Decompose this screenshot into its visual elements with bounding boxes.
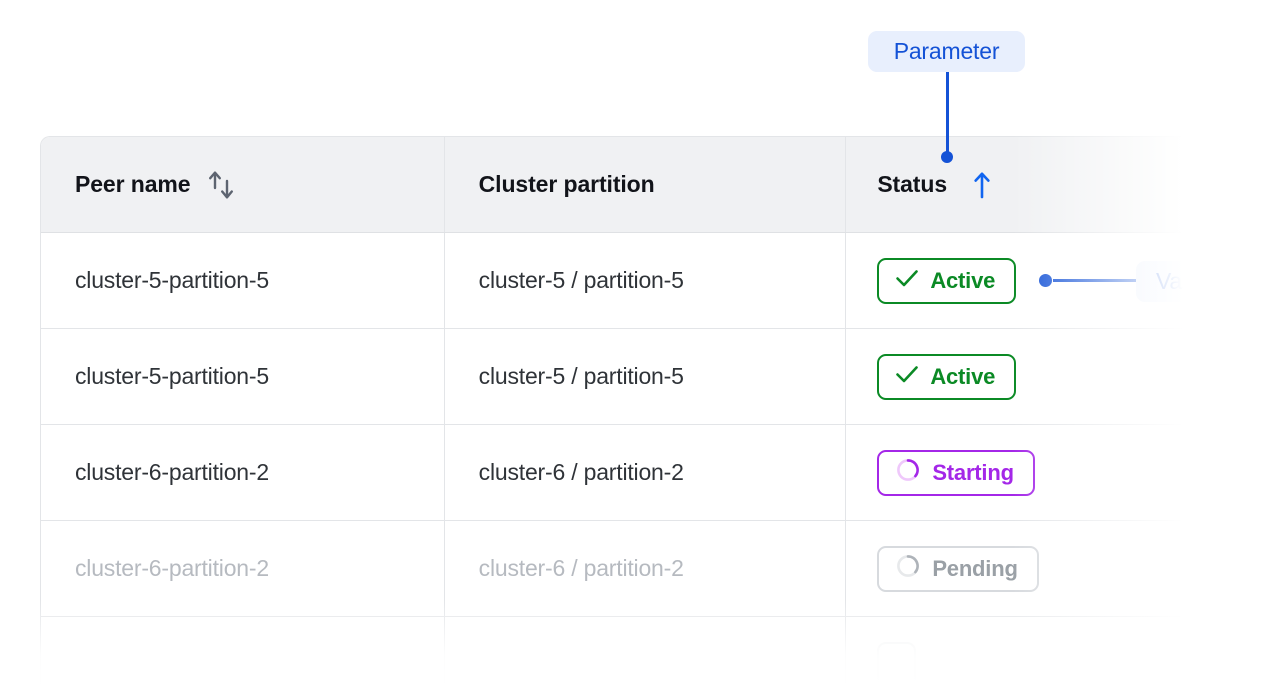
column-header-label: Cluster partition: [478, 171, 655, 197]
status-label: Pending: [932, 555, 1018, 581]
cell-peer-name: cluster-5-partition-5: [41, 233, 445, 328]
table-row[interactable]: cluster-6-partition-2 cluster-6 / partit…: [41, 521, 1232, 617]
column-header-peer-name[interactable]: Peer name: [41, 137, 445, 232]
cell-peer-name: cluster-5-partition-5: [41, 329, 445, 424]
cluster-partition-text: cluster-5 / partition-5: [478, 267, 684, 293]
table-header-row: Peer name Cluster partiti: [41, 137, 1232, 233]
table-row[interactable]: cluster-6-partition-2 cluster-6 / partit…: [41, 425, 1232, 521]
parameter-callout-badge: Parameter: [868, 31, 1025, 72]
column-header-cluster-partition[interactable]: Cluster partition: [445, 137, 847, 232]
peers-table: Peer name Cluster partiti: [40, 136, 1232, 688]
peer-name-text: cluster-5-partition-5: [75, 267, 269, 293]
cluster-partition-text: cluster-6 / partition-2: [478, 459, 684, 485]
value-callout-badge: Value: [1136, 261, 1232, 302]
peers-table-container: Peer name Cluster partiti: [40, 136, 1232, 688]
status-badge-pending: Pending: [877, 545, 1039, 592]
status-label: Starting: [932, 459, 1014, 485]
check-icon: [895, 364, 919, 390]
sort-updown-icon[interactable]: [206, 168, 236, 202]
column-header-label: Peer name: [75, 171, 191, 197]
cell-status: Active: [846, 329, 1232, 424]
cell-cluster-partition: cluster-6 / partition-2: [445, 425, 847, 520]
cell-cluster-partition: cluster-5 / partition-5: [445, 329, 847, 424]
spinner-icon: [895, 553, 921, 585]
status-label: Active: [930, 267, 996, 293]
table-row[interactable]: cluster-5-partition-5 cluster-5 / partit…: [41, 329, 1232, 425]
column-header-status[interactable]: Status: [846, 137, 1232, 232]
parameter-connector-dot: [941, 151, 953, 163]
cell-status: Pending: [846, 521, 1232, 616]
status-badge-starting: Starting: [877, 449, 1035, 496]
column-header-label: Status: [877, 171, 948, 197]
status-label: Active: [930, 363, 996, 389]
peer-name-text: cluster-5-partition-5: [75, 363, 269, 389]
cell-peer-name: cluster-6-partition-2: [41, 521, 445, 616]
cell-status: [846, 617, 1232, 688]
cell-peer-name: [41, 617, 445, 688]
check-icon: [895, 268, 919, 294]
parameter-connector-line: [946, 72, 949, 156]
cell-cluster-partition: cluster-6 / partition-2: [445, 521, 847, 616]
status-badge-active: Active: [877, 353, 1017, 400]
peer-name-text: cluster-6-partition-2: [75, 459, 269, 485]
cell-cluster-partition: [445, 617, 847, 688]
status-badge-active: Active: [877, 257, 1017, 304]
cluster-partition-text: cluster-5 / partition-5: [478, 363, 684, 389]
cluster-partition-text: cluster-6 / partition-2: [478, 555, 684, 581]
cell-peer-name: cluster-6-partition-2: [41, 425, 445, 520]
cell-status: Starting: [846, 425, 1232, 520]
value-connector-dot: [1039, 274, 1052, 287]
spinner-icon: [895, 457, 921, 489]
status-badge-ghost: [877, 641, 917, 688]
cell-cluster-partition: cluster-5 / partition-5: [445, 233, 847, 328]
peer-name-text: cluster-6-partition-2: [75, 555, 269, 581]
arrow-up-icon[interactable]: [969, 169, 995, 201]
value-connector-line: [1053, 279, 1137, 282]
table-row[interactable]: [41, 617, 1232, 688]
